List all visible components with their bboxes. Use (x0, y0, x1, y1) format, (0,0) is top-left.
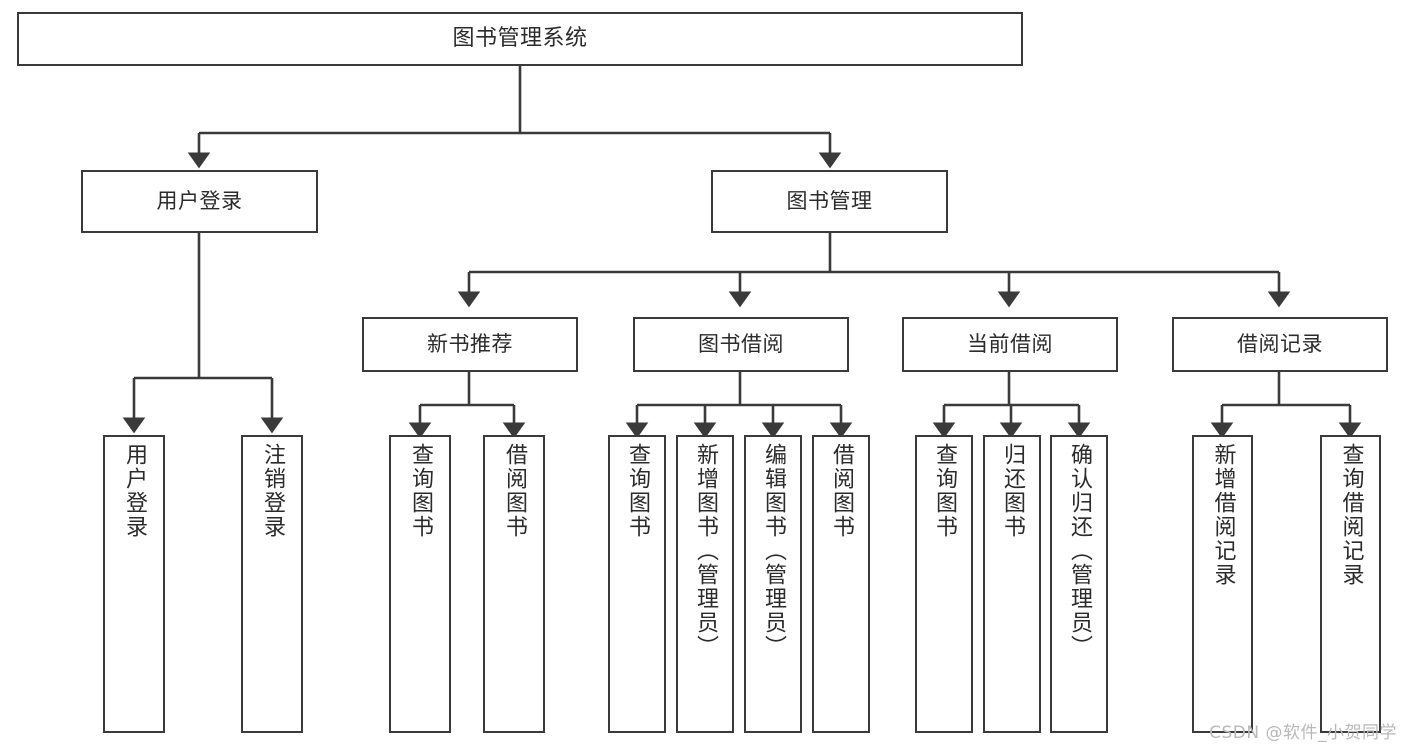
node-label: 注销登录 (260, 443, 285, 539)
node-label: 归还图书 (1000, 443, 1025, 539)
node-label: 借阅图书 (502, 443, 527, 539)
leaf-user-login-signin[interactable]: 用户登录 (103, 435, 165, 733)
node-label: 查询图书 (625, 443, 650, 539)
node-label: 新增图书（管理员） (693, 443, 718, 659)
node-label: 当前借阅 (967, 332, 1053, 357)
node-new-book-recommend[interactable]: 新书推荐 (362, 317, 578, 372)
node-label: 确认归还（管理员） (1067, 443, 1092, 659)
leaf-current-return-book[interactable]: 归还图书 (983, 435, 1041, 733)
node-borrow-record[interactable]: 借阅记录 (1172, 317, 1388, 372)
leaf-borrow-query-book[interactable]: 查询图书 (608, 435, 666, 733)
node-label: 图书管理 (786, 189, 873, 214)
node-label: 新书推荐 (427, 332, 513, 357)
leaf-current-confirm-return-admin[interactable]: 确认归还（管理员） (1050, 435, 1108, 733)
node-label: 借阅记录 (1237, 332, 1323, 357)
leaf-recommend-borrow-book[interactable]: 借阅图书 (483, 435, 545, 733)
node-label: 查询借阅记录 (1338, 443, 1364, 587)
node-label: 用户登录 (122, 443, 147, 539)
node-label: 图书管理系统 (452, 26, 588, 52)
leaf-current-query-book[interactable]: 查询图书 (915, 435, 973, 733)
node-label: 查询图书 (932, 443, 957, 539)
leaf-borrow-edit-book-admin[interactable]: 编辑图书（管理员） (744, 435, 802, 733)
node-label: 图书借阅 (698, 332, 784, 357)
node-label: 借阅图书 (829, 443, 854, 539)
node-user-login[interactable]: 用户登录 (81, 170, 318, 233)
node-label: 用户登录 (156, 189, 243, 214)
node-label: 新增借阅记录 (1210, 443, 1236, 587)
node-label: 查询图书 (408, 443, 433, 539)
node-current-borrow[interactable]: 当前借阅 (902, 317, 1118, 372)
node-book-borrow[interactable]: 图书借阅 (633, 317, 849, 372)
leaf-user-login-signout[interactable]: 注销登录 (241, 435, 303, 733)
leaf-recommend-query-book[interactable]: 查询图书 (389, 435, 451, 733)
leaf-borrow-borrow-book[interactable]: 借阅图书 (812, 435, 870, 733)
leaf-borrow-add-book-admin[interactable]: 新增图书（管理员） (676, 435, 734, 733)
node-root-system[interactable]: 图书管理系统 (17, 12, 1023, 66)
watermark-text: CSDN @软件_小贺同学 (1209, 723, 1397, 743)
leaf-record-query-record[interactable]: 查询借阅记录 (1320, 435, 1381, 733)
node-label: 编辑图书（管理员） (761, 443, 786, 659)
node-book-management[interactable]: 图书管理 (711, 170, 948, 233)
leaf-record-add-record[interactable]: 新增借阅记录 (1192, 435, 1253, 733)
